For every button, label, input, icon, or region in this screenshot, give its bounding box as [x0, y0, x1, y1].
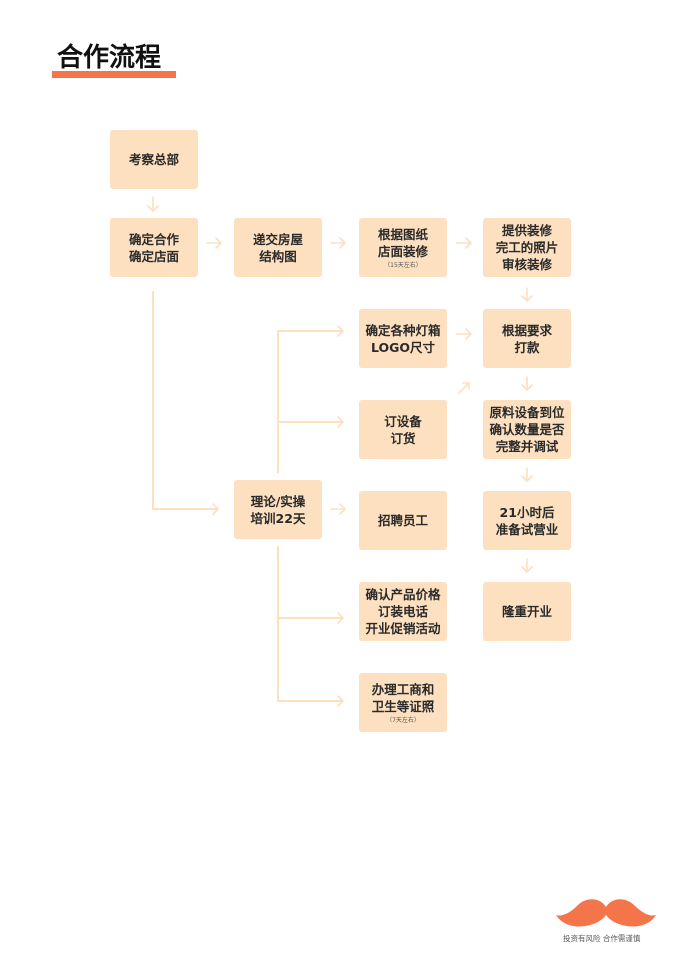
step-label: 培训22天: [250, 510, 306, 526]
step-payment: 根据要求 打款: [483, 309, 571, 368]
step-label: 原料设备到位: [489, 405, 565, 420]
arrow-right-icon: [456, 328, 472, 340]
step-label: 理论/实操: [250, 493, 306, 509]
arrow-down-icon: [521, 287, 533, 302]
connector-line: [277, 330, 343, 332]
arrow-down-icon: [521, 376, 533, 391]
arrow-right-icon: [330, 503, 346, 515]
step-submit-floorplan: 递交房屋 结构图: [234, 218, 322, 277]
connector-line: [277, 617, 343, 619]
step-label: 店面装修: [377, 243, 428, 259]
step-label: 递交房屋: [252, 231, 303, 247]
step-label: 开业促销活动: [365, 621, 441, 636]
step-confirm-cooperation: 确定合作 确定店面: [110, 218, 198, 277]
arrow-down-icon: [521, 467, 533, 482]
arrow-down-icon: [521, 558, 533, 573]
step-training: 理论/实操 培训22天: [234, 480, 322, 539]
step-business-license: 办理工商和 卫生等证照 （7天左右）: [359, 673, 447, 732]
step-label: 打款: [514, 339, 540, 355]
step-label: 审核装修: [501, 257, 552, 272]
page-title-block: 合作流程: [52, 40, 176, 80]
step-renovate-store: 根据图纸 店面装修 （15天左右）: [359, 218, 447, 277]
step-label: 办理工商和: [371, 681, 435, 697]
step-materials-arrive: 原料设备到位 确认数量是否 完整并调试: [483, 400, 571, 459]
step-label: 21小时后: [499, 504, 555, 520]
step-label: 完工的照片: [495, 240, 559, 255]
step-recruit-staff: 招聘员工: [359, 491, 447, 550]
step-label: 确认数量是否: [489, 422, 565, 437]
footer-brand: 投资有风险 合作需谨慎: [556, 895, 656, 955]
step-label: 根据要求: [501, 322, 552, 338]
step-label: 订设备: [384, 413, 422, 429]
step-confirm-pricing: 确认产品价格 订装电话 开业促销活动: [359, 582, 447, 641]
step-label: 卫生等证照: [371, 698, 435, 714]
connector-line: [152, 291, 154, 509]
step-label: 完整并调试: [495, 439, 559, 454]
step-label: 确定店面: [128, 248, 179, 264]
step-label: 确定各种灯箱: [365, 322, 441, 338]
step-order-equipment: 订设备 订货: [359, 400, 447, 459]
step-grand-opening: 隆重开业: [483, 582, 571, 641]
title-underline: [52, 71, 176, 78]
step-label: 确定合作: [128, 231, 179, 247]
arrow-diagonal-icon: [458, 382, 470, 394]
step-label: 确认产品价格: [365, 587, 441, 602]
page-title: 合作流程: [57, 43, 162, 73]
step-label: 结构图: [259, 248, 297, 264]
step-label: 根据图纸: [377, 226, 428, 242]
mustache-icon: [556, 899, 656, 927]
arrow-right-icon: [206, 237, 222, 249]
step-note: （15天左右）: [384, 261, 422, 269]
connector-line: [152, 508, 218, 510]
arrow-right-icon: [330, 237, 346, 249]
step-label: 准备试营业: [495, 521, 559, 537]
step-note: （7天左右）: [386, 716, 420, 724]
risk-disclaimer: 投资有风险 合作需谨慎: [563, 934, 641, 943]
step-review-renovation: 提供装修 完工的照片 审核装修: [483, 218, 571, 277]
arrow-right-icon: [456, 237, 472, 249]
arrow-down-icon: [147, 196, 159, 212]
step-label: 订货: [390, 430, 416, 446]
connector-line: [277, 330, 279, 473]
step-label: 招聘员工: [377, 513, 428, 528]
connector-line: [277, 700, 343, 702]
step-trial-operation: 21小时后 准备试营业: [483, 491, 571, 550]
step-label: LOGO尺寸: [370, 339, 436, 355]
connector-line: [277, 421, 343, 423]
step-inspect-hq: 考察总部: [110, 130, 198, 189]
step-label: 考察总部: [128, 152, 179, 167]
connector-line: [277, 546, 279, 702]
step-lightbox-logo: 确定各种灯箱 LOGO尺寸: [359, 309, 447, 368]
step-label: 隆重开业: [501, 604, 552, 619]
step-label: 订装电话: [377, 604, 428, 619]
step-label: 提供装修: [501, 223, 552, 238]
